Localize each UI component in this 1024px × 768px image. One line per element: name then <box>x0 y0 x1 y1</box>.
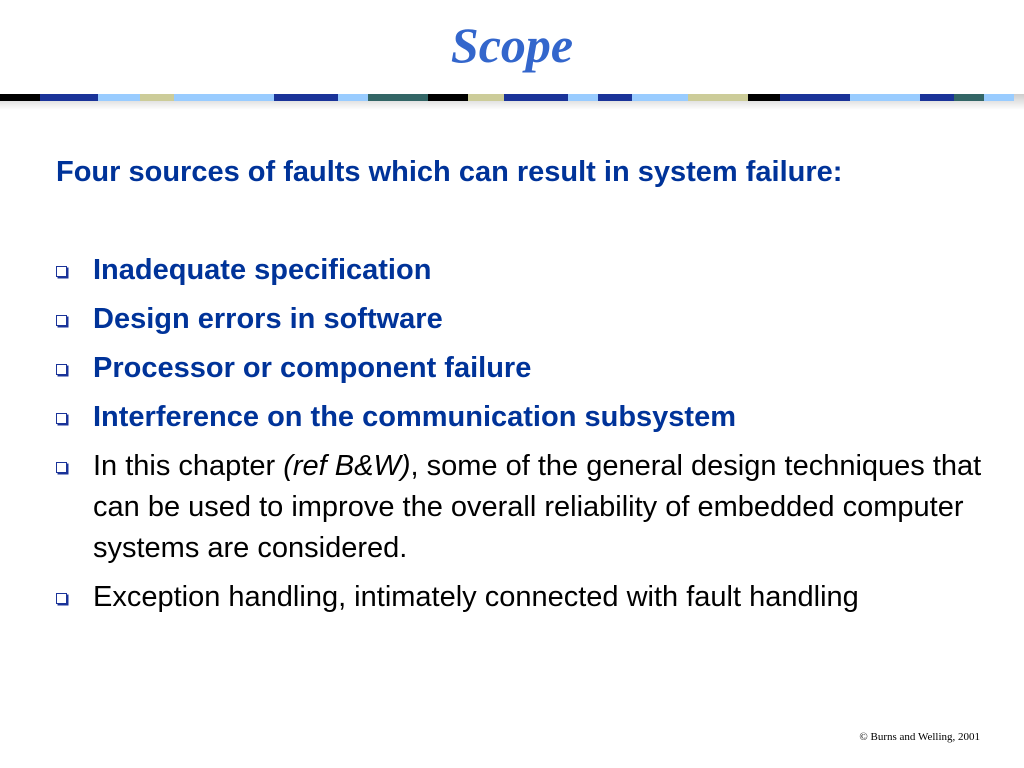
square-bullet-icon <box>56 593 67 604</box>
square-bullet-icon <box>56 413 67 424</box>
divider-segment <box>140 94 174 101</box>
bullet-list: Inadequate specification Design errors i… <box>56 250 996 626</box>
copyright-footer: © Burns and Welling, 2001 <box>859 731 980 743</box>
bullet-text-reference: (ref B&W) <box>283 450 411 482</box>
divider-segment <box>568 94 598 101</box>
square-bullet-icon <box>56 315 67 326</box>
divider-segment <box>368 94 428 101</box>
divider-segment <box>98 94 140 101</box>
divider-segment <box>40 94 98 101</box>
divider-segment <box>338 94 368 101</box>
slide-title: Scope <box>450 17 574 73</box>
square-bullet-icon <box>56 462 67 473</box>
bullet-text-part: In this chapter <box>93 450 284 482</box>
bullet-text-part: , some of the general design techniques … <box>93 450 982 564</box>
divider-segment <box>428 94 468 101</box>
divider-segment <box>920 94 954 101</box>
divider-segment <box>598 94 632 101</box>
bullet-item: Inadequate specification <box>56 250 996 291</box>
bullet-item: Design errors in software <box>56 299 996 340</box>
bullet-item: Processor or component failure <box>56 348 996 389</box>
divider-segment <box>780 94 850 101</box>
divider-segment <box>468 94 504 101</box>
divider-segment <box>174 94 274 101</box>
bullet-text: Inadequate specification <box>93 254 432 286</box>
divider-bar <box>0 94 1024 101</box>
bullet-text: In this chapter (ref B&W), some of the g… <box>93 446 996 569</box>
bullet-text: Exception handling, intimately connected… <box>93 581 859 613</box>
bullet-text: Interference on the communication subsys… <box>93 401 736 433</box>
divider-segment <box>850 94 920 101</box>
divider-segment <box>748 94 780 101</box>
divider-segment <box>632 94 688 101</box>
divider-segment <box>0 94 40 101</box>
bullet-item: Exception handling, intimately connected… <box>56 577 996 618</box>
divider-segment <box>504 94 568 101</box>
bullet-item: Interference on the communication subsys… <box>56 397 996 438</box>
square-bullet-icon <box>56 266 67 277</box>
bullet-text: Design errors in software <box>93 303 443 335</box>
bullet-item: In this chapter (ref B&W), some of the g… <box>56 446 996 569</box>
divider-segment <box>274 94 338 101</box>
divider-segment <box>688 94 748 101</box>
divider-segment <box>954 94 984 101</box>
divider-segment <box>984 94 1014 101</box>
bullet-text: Processor or component failure <box>93 352 532 384</box>
intro-heading: Four sources of faults which can result … <box>56 156 843 188</box>
square-bullet-icon <box>56 364 67 375</box>
